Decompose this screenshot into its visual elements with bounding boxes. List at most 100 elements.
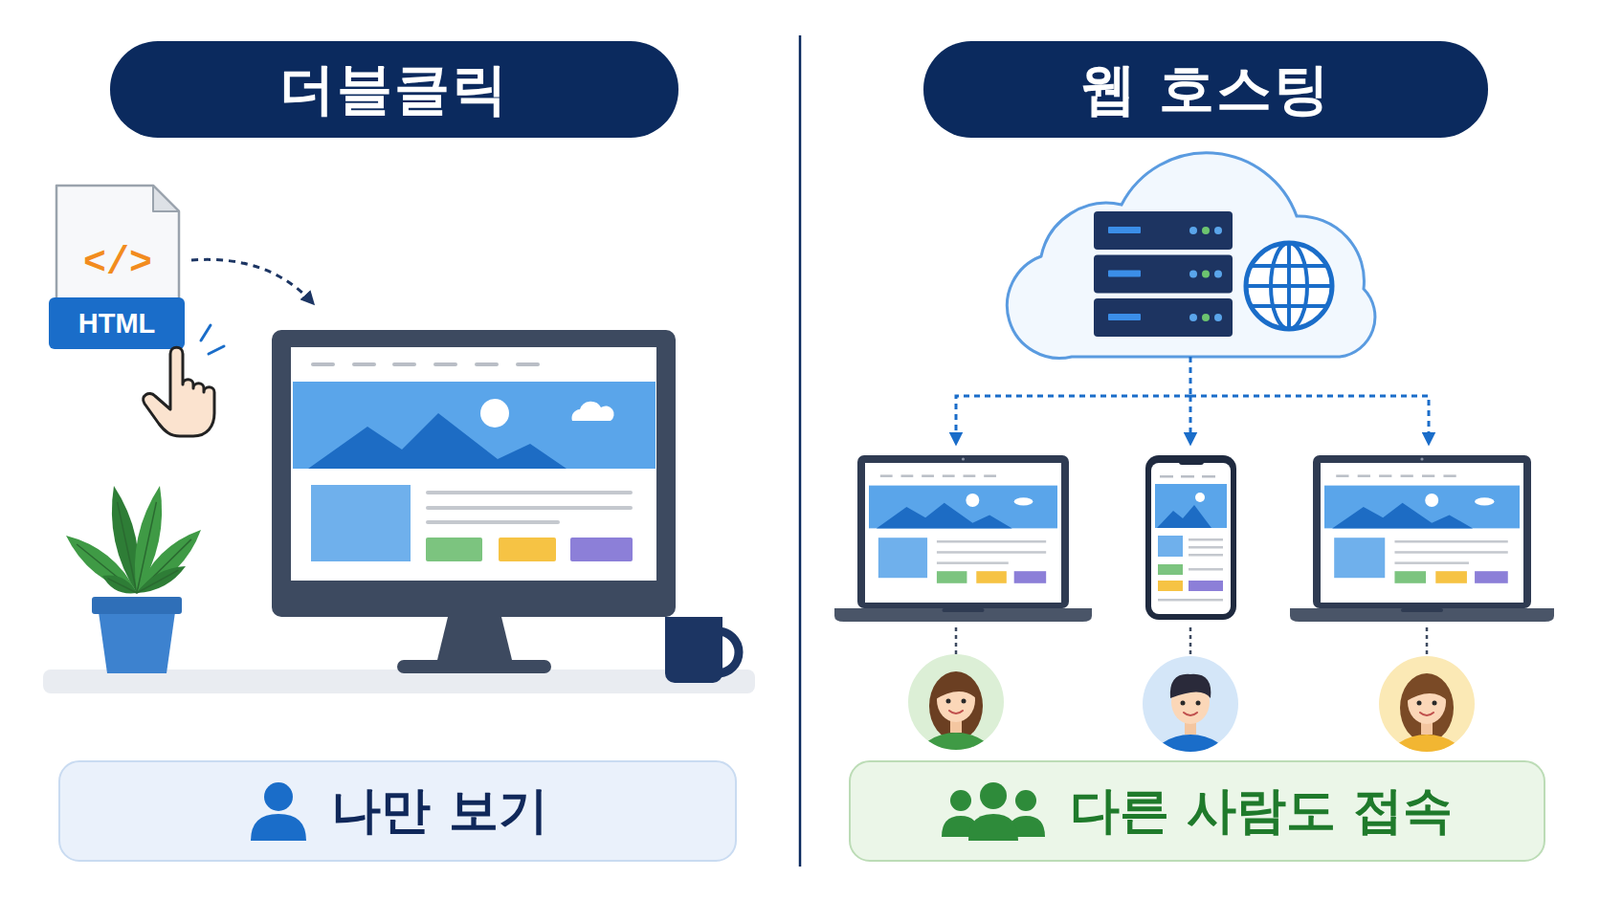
node-text: 웹 호스팅 — [1080, 52, 1332, 128]
avatar-smile — [1183, 712, 1198, 716]
text-line — [425, 490, 633, 495]
avatar-smile — [1420, 712, 1434, 716]
cloud-hosting — [1006, 153, 1376, 359]
button-yellow — [1157, 580, 1183, 592]
laptop-device — [834, 455, 1092, 623]
image-block — [878, 537, 928, 578]
server-unit — [1093, 298, 1233, 337]
nav-dash — [392, 362, 417, 367]
nav-dash — [1335, 474, 1349, 478]
node-text: 더블클릭 — [279, 52, 510, 128]
server-light — [1189, 313, 1198, 322]
hero-mountains — [1332, 503, 1473, 530]
avatar-eye — [946, 699, 952, 705]
text-line — [425, 506, 633, 511]
phone-device — [1145, 455, 1237, 621]
server-bar — [1108, 226, 1141, 234]
text-line — [1188, 554, 1223, 557]
user-leader — [1189, 627, 1193, 655]
laptop-frame — [857, 455, 1069, 609]
monitor-bezel — [271, 330, 676, 618]
coffee-mug — [665, 617, 739, 684]
node-text: 나만 보기 — [331, 777, 548, 845]
avatar-eye — [1180, 701, 1186, 707]
group-head — [1015, 790, 1037, 812]
button-yellow — [1435, 571, 1467, 584]
laptop-notch — [1400, 608, 1444, 613]
laptop-notch — [942, 608, 985, 613]
globe-latitude — [1252, 264, 1326, 268]
hero-banner — [1155, 484, 1227, 529]
nav-dash — [942, 474, 956, 478]
plant-leaf — [111, 486, 139, 594]
monitor-screen — [290, 347, 657, 581]
plant-leaf — [136, 566, 186, 594]
avatar-hair — [933, 674, 978, 701]
globe-latitude — [1252, 304, 1326, 309]
server-bar — [1108, 313, 1141, 321]
group-head — [979, 782, 1007, 810]
laptop-screen — [1320, 463, 1524, 603]
server-light — [1201, 270, 1210, 279]
text-line — [425, 520, 560, 525]
leaf-vein — [117, 502, 137, 594]
nav-dash — [963, 474, 977, 478]
hero-cloud — [571, 401, 614, 422]
text-line — [1188, 546, 1223, 550]
click-spark — [208, 346, 224, 355]
distribution-arrow — [1190, 396, 1429, 443]
hero-cloud — [1474, 497, 1494, 506]
user-leader — [955, 627, 958, 655]
title-pill: 더블클릭 — [110, 41, 679, 138]
hero-banner — [1324, 486, 1520, 530]
group-icon — [941, 779, 1045, 844]
text-line — [1157, 599, 1223, 602]
avatar-eye — [961, 699, 967, 705]
button-yellow — [498, 537, 556, 562]
button-green — [1157, 564, 1183, 576]
pot-rim — [91, 597, 182, 615]
result-box: 다른 사람도 접속 — [848, 760, 1546, 863]
nav-dash — [1422, 474, 1435, 478]
person-head — [264, 782, 293, 812]
button-purple — [1188, 580, 1223, 592]
nav-dash — [1400, 474, 1414, 478]
plant-leaf — [136, 530, 201, 594]
nav-dash — [983, 474, 997, 478]
user-leader — [1425, 627, 1429, 655]
laptop-base — [1289, 608, 1555, 623]
node-text: 다른 사람도 접속 — [1069, 777, 1453, 845]
hero-banner — [292, 381, 656, 469]
server-unit — [1093, 211, 1233, 250]
server-unit — [1093, 255, 1233, 294]
image-block — [1333, 537, 1385, 578]
server-bar — [1108, 270, 1141, 278]
node-text: HTML — [78, 308, 156, 340]
text-line — [1394, 540, 1508, 544]
distribution-line — [1189, 356, 1193, 397]
desktop-monitor — [271, 330, 676, 674]
hero-banner — [868, 486, 1058, 530]
nav-dash — [1159, 475, 1174, 479]
nav-dash — [880, 474, 893, 478]
button-green — [936, 571, 968, 584]
image-block — [311, 485, 411, 562]
avatar-hair — [1170, 674, 1211, 699]
leaf-vein — [136, 570, 178, 594]
text-line — [1394, 561, 1469, 565]
button-purple — [1014, 571, 1046, 584]
avatar-smile — [949, 711, 963, 714]
hero-sun — [1195, 492, 1205, 503]
phone-screen — [1151, 463, 1231, 615]
phone-frame — [1145, 455, 1237, 621]
server-light — [1201, 313, 1210, 322]
nav-dash — [1201, 475, 1216, 479]
nav-dash — [921, 474, 934, 478]
distribution-arrow — [1189, 396, 1193, 443]
plant-pot — [98, 612, 176, 674]
button-purple — [570, 537, 633, 562]
globe-equator — [1245, 284, 1333, 289]
